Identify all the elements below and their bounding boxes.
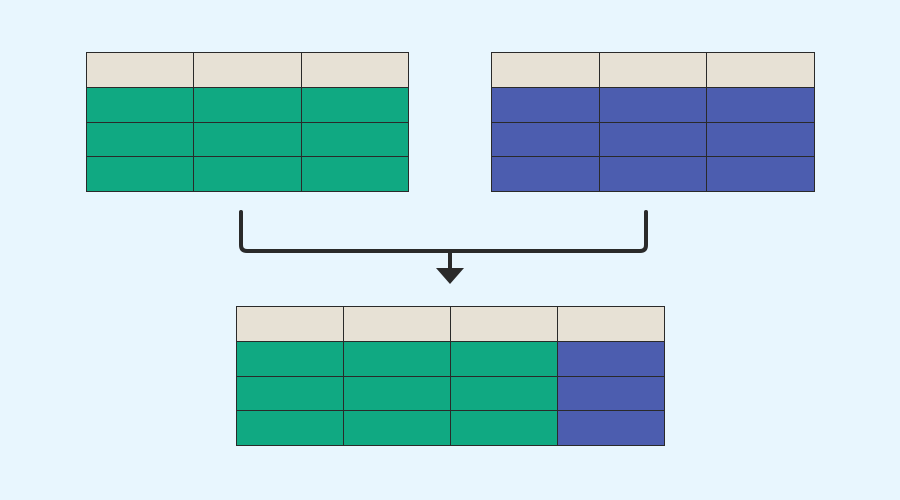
merged-result-table <box>236 306 665 446</box>
header-cell <box>301 53 409 88</box>
data-cell <box>707 87 815 123</box>
data-cell <box>599 157 708 192</box>
data-cell <box>301 87 409 123</box>
data-cell <box>707 157 815 192</box>
data-cell <box>492 87 600 123</box>
header-cell <box>344 307 451 342</box>
left-source-table <box>86 52 409 192</box>
connector-line <box>239 210 648 270</box>
data-cell <box>237 341 344 377</box>
data-cell <box>301 122 409 158</box>
header-cell <box>451 307 558 342</box>
data-cell <box>492 122 600 158</box>
header-cell <box>237 307 344 342</box>
data-cell <box>194 87 302 123</box>
data-cell <box>87 87 195 123</box>
data-cell <box>558 341 665 377</box>
data-cell <box>194 122 302 158</box>
merge-arrow-icon <box>436 268 464 284</box>
right-source-table <box>491 52 815 192</box>
data-cell <box>599 87 708 123</box>
data-cell <box>344 341 451 377</box>
data-cell <box>558 376 665 412</box>
data-cell <box>237 376 344 412</box>
data-cell <box>301 157 409 192</box>
header-cell <box>599 53 708 88</box>
data-cell <box>237 411 344 446</box>
header-cell <box>492 53 600 88</box>
data-cell <box>87 157 195 192</box>
header-cell <box>87 53 195 88</box>
data-cell <box>344 411 451 446</box>
header-cell <box>558 307 665 342</box>
data-cell <box>451 411 558 446</box>
data-cell <box>344 376 451 412</box>
data-cell <box>558 411 665 446</box>
data-cell <box>707 122 815 158</box>
data-cell <box>492 157 600 192</box>
data-cell <box>451 341 558 377</box>
data-cell <box>599 122 708 158</box>
header-cell <box>707 53 815 88</box>
header-cell <box>194 53 302 88</box>
data-cell <box>451 376 558 412</box>
data-cell <box>87 122 195 158</box>
data-cell <box>194 157 302 192</box>
